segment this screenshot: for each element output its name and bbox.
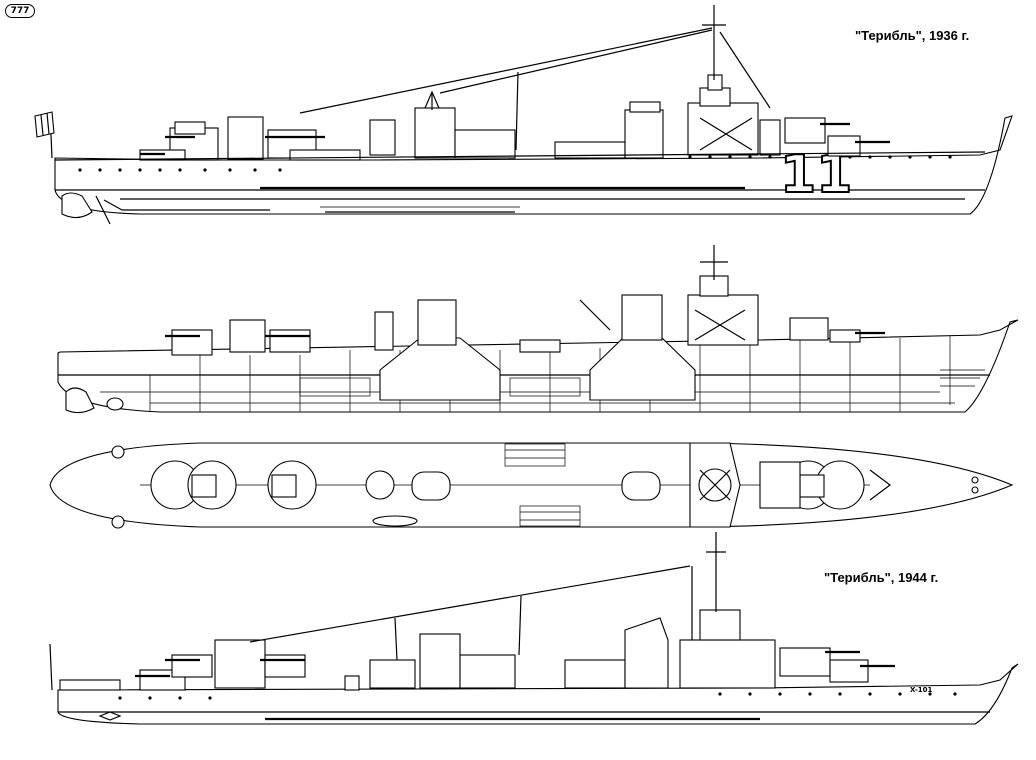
hull-code-1944: X-101 [910, 686, 932, 694]
caption-1936-profile: "Терибль", 1936 г. [855, 28, 970, 43]
profile-1944: X-101 [49, 532, 1019, 725]
caption-1944-profile: "Терибль", 1944 г. [824, 570, 939, 585]
gun-mounts-plan [150, 460, 865, 510]
portholes-1944 [118, 692, 957, 700]
plan-view [49, 442, 1014, 529]
profile-1936: 11 [34, 5, 1013, 225]
hull-1944 [57, 663, 1019, 725]
portholes-1936 [78, 155, 952, 172]
inboard-profile [57, 245, 1019, 414]
page-number: 777 [5, 4, 35, 18]
